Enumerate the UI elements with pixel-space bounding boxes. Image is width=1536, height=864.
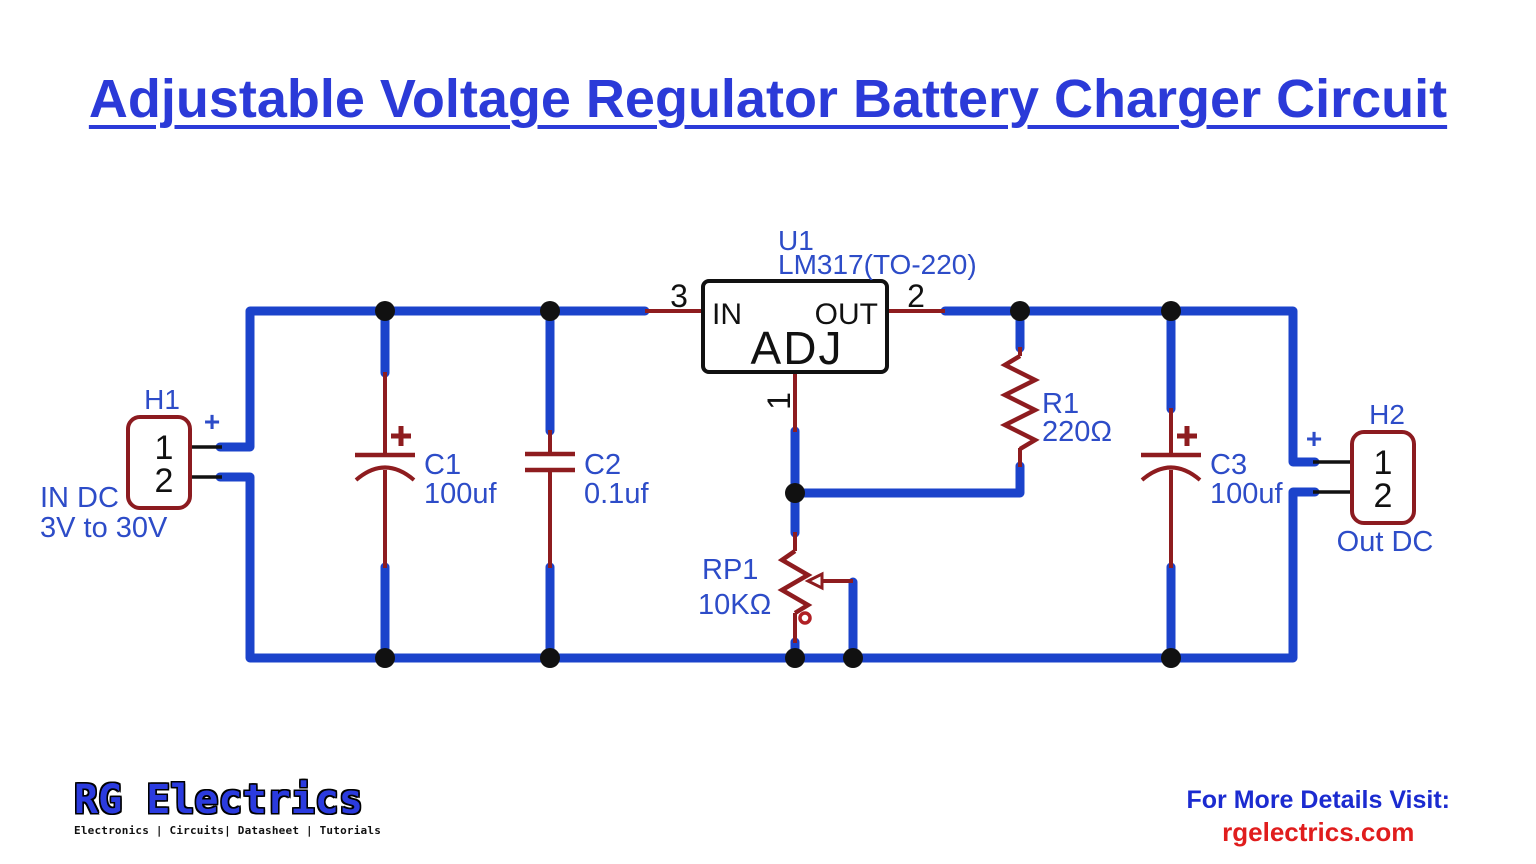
h1-body <box>126 415 192 510</box>
u1-ref: U1 <box>778 225 814 256</box>
u1-pin1-number: 1 <box>761 392 797 410</box>
u1-part-number: LM317(TO-220) <box>778 249 977 280</box>
connector-pin-lines <box>190 445 1352 494</box>
rp1-ref: RP1 <box>702 554 758 586</box>
resistor-r1-symbol <box>999 354 1041 451</box>
h2-plus-icon: + <box>1306 423 1322 454</box>
u1-pin-out-label: OUT <box>815 298 878 331</box>
junction-dots <box>375 301 1181 668</box>
rp1-terminal-ring <box>798 611 812 625</box>
u1-pin-adj-label: ADJ <box>751 322 844 374</box>
junction-dot <box>540 301 560 321</box>
wires-red <box>383 309 1173 643</box>
c3-plus-icon <box>1177 426 1197 446</box>
c3-ref: C3 <box>1210 449 1247 481</box>
c3-value: 100uf <box>1210 478 1284 510</box>
h2-pin2-number: 2 <box>1374 477 1393 515</box>
c1-curved-plate <box>354 465 416 482</box>
junction-dot <box>785 483 805 503</box>
junction-dot <box>375 301 395 321</box>
junction-dot <box>1010 301 1030 321</box>
h2-body <box>1350 430 1416 525</box>
visit-label: For More Details Visit: <box>1186 786 1451 814</box>
h1-pin1-number: 1 <box>155 429 174 467</box>
connector-h1: 1 2 H1 + IN DC 3V to 30V <box>40 384 220 544</box>
u1-pin2-number: 2 <box>907 278 925 314</box>
junction-dot <box>540 648 560 668</box>
c1-value: 100uf <box>424 478 498 510</box>
rp1-value: 10KΩ <box>698 589 771 621</box>
wire-adj-to-r1 <box>790 461 1025 498</box>
c2-ref: C2 <box>584 449 621 481</box>
h1-pin2-number: 2 <box>155 462 174 500</box>
h1-plus-icon: + <box>204 406 220 437</box>
wire-ground-rail <box>215 472 1320 663</box>
potentiometer-rp1-symbol <box>777 549 824 625</box>
brand-logo: RG Electrics Electronics | Circuits| Dat… <box>74 779 494 837</box>
visit-url: rgelectrics.com <box>1222 817 1415 847</box>
brand-logo-tagline: Electronics | Circuits| Datasheet | Tuto… <box>74 824 382 837</box>
brand-logo-text: RG Electrics <box>74 777 363 823</box>
junction-dot <box>375 648 395 668</box>
rp1-zigzag <box>777 549 813 615</box>
wire-output-positive <box>940 306 1320 467</box>
junction-dot <box>843 648 863 668</box>
r1-ref: R1 <box>1042 388 1079 420</box>
footer-visit: For More Details Visit: rgelectrics.com <box>1187 786 1451 848</box>
r1-value: 220Ω <box>1042 416 1112 448</box>
c2-value: 0.1uf <box>584 478 649 510</box>
rp1-wiper-arrow-icon <box>804 571 824 591</box>
capacitor-c2-symbol <box>525 451 575 473</box>
h1-desc-line2: 3V to 30V <box>40 512 168 544</box>
page-title: Adjustable Voltage Regulator Battery Cha… <box>88 69 1448 129</box>
wire-input-positive <box>215 306 650 452</box>
junction-dot <box>1161 648 1181 668</box>
capacitor-c1-symbol <box>354 426 416 482</box>
wires-blue <box>215 306 1320 663</box>
c3-curved-plate <box>1140 465 1202 482</box>
u1-body <box>701 279 889 374</box>
h2-desc: Out DC <box>1337 526 1434 558</box>
h1-desc-line1: IN DC <box>40 482 119 514</box>
h1-ref: H1 <box>144 384 180 415</box>
h2-pin1-number: 1 <box>1374 444 1393 482</box>
junction-dot <box>785 648 805 668</box>
connector-h2: 1 2 H2 + Out DC <box>1306 399 1434 558</box>
h2-ref: H2 <box>1369 399 1405 430</box>
regulator-u1: IN OUT ADJ U1 LM317(TO-220) 3 2 1 <box>670 225 977 410</box>
u1-pin3-number: 3 <box>670 278 688 314</box>
c1-ref: C1 <box>424 449 461 481</box>
junction-dot <box>1161 301 1181 321</box>
c1-plus-icon <box>391 426 411 446</box>
u1-pin-in-label: IN <box>712 298 742 331</box>
capacitor-c3-symbol <box>1140 426 1202 482</box>
